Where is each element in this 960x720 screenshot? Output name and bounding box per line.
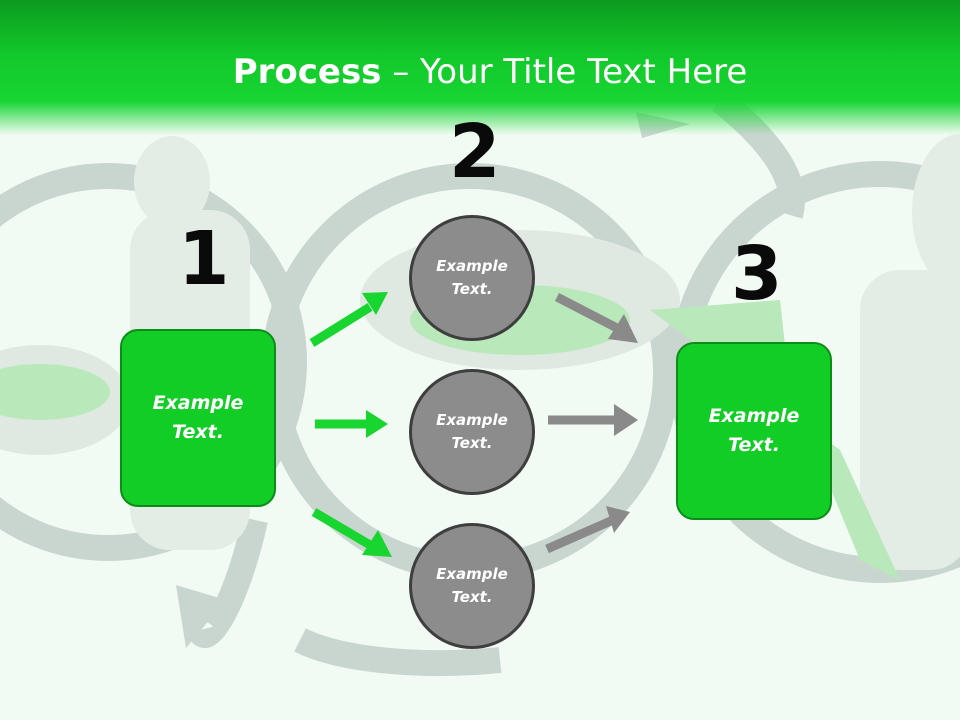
- green-arrows: [309, 292, 392, 557]
- arrow-right-up-icon: [309, 292, 388, 347]
- circle-2-text: Example Text.: [436, 411, 508, 452]
- circle-3-text: Example Text.: [436, 565, 508, 606]
- step-1-box: Example Text.: [120, 329, 276, 507]
- title-bold: Process: [232, 52, 382, 92]
- step-3-number: 3: [731, 231, 783, 317]
- circle-1-text: Example Text.: [436, 257, 508, 298]
- step-3-box: Example Text.: [676, 342, 832, 520]
- step-1-number: 1: [178, 216, 230, 302]
- step-2-number: 2: [449, 109, 501, 195]
- arrow-right-down-gray-icon: [554, 293, 638, 343]
- step-1-text: Example Text.: [152, 392, 244, 443]
- title-rest: – Your Title Text Here: [381, 52, 748, 92]
- arrow-right-icon: [315, 410, 388, 438]
- circle-2: Example Text.: [409, 369, 535, 495]
- arrow-right-up-gray-icon: [545, 506, 630, 554]
- arrow-right-down-icon: [311, 508, 392, 557]
- circle-1: Example Text.: [409, 215, 535, 341]
- arrow-right-gray-icon: [548, 404, 638, 436]
- gray-arrows: [545, 293, 638, 554]
- header-bar: [0, 0, 960, 135]
- circle-3: Example Text.: [409, 523, 535, 649]
- page-title: Process – Your Title Text Here: [0, 52, 960, 92]
- step-3-text: Example Text.: [708, 405, 800, 456]
